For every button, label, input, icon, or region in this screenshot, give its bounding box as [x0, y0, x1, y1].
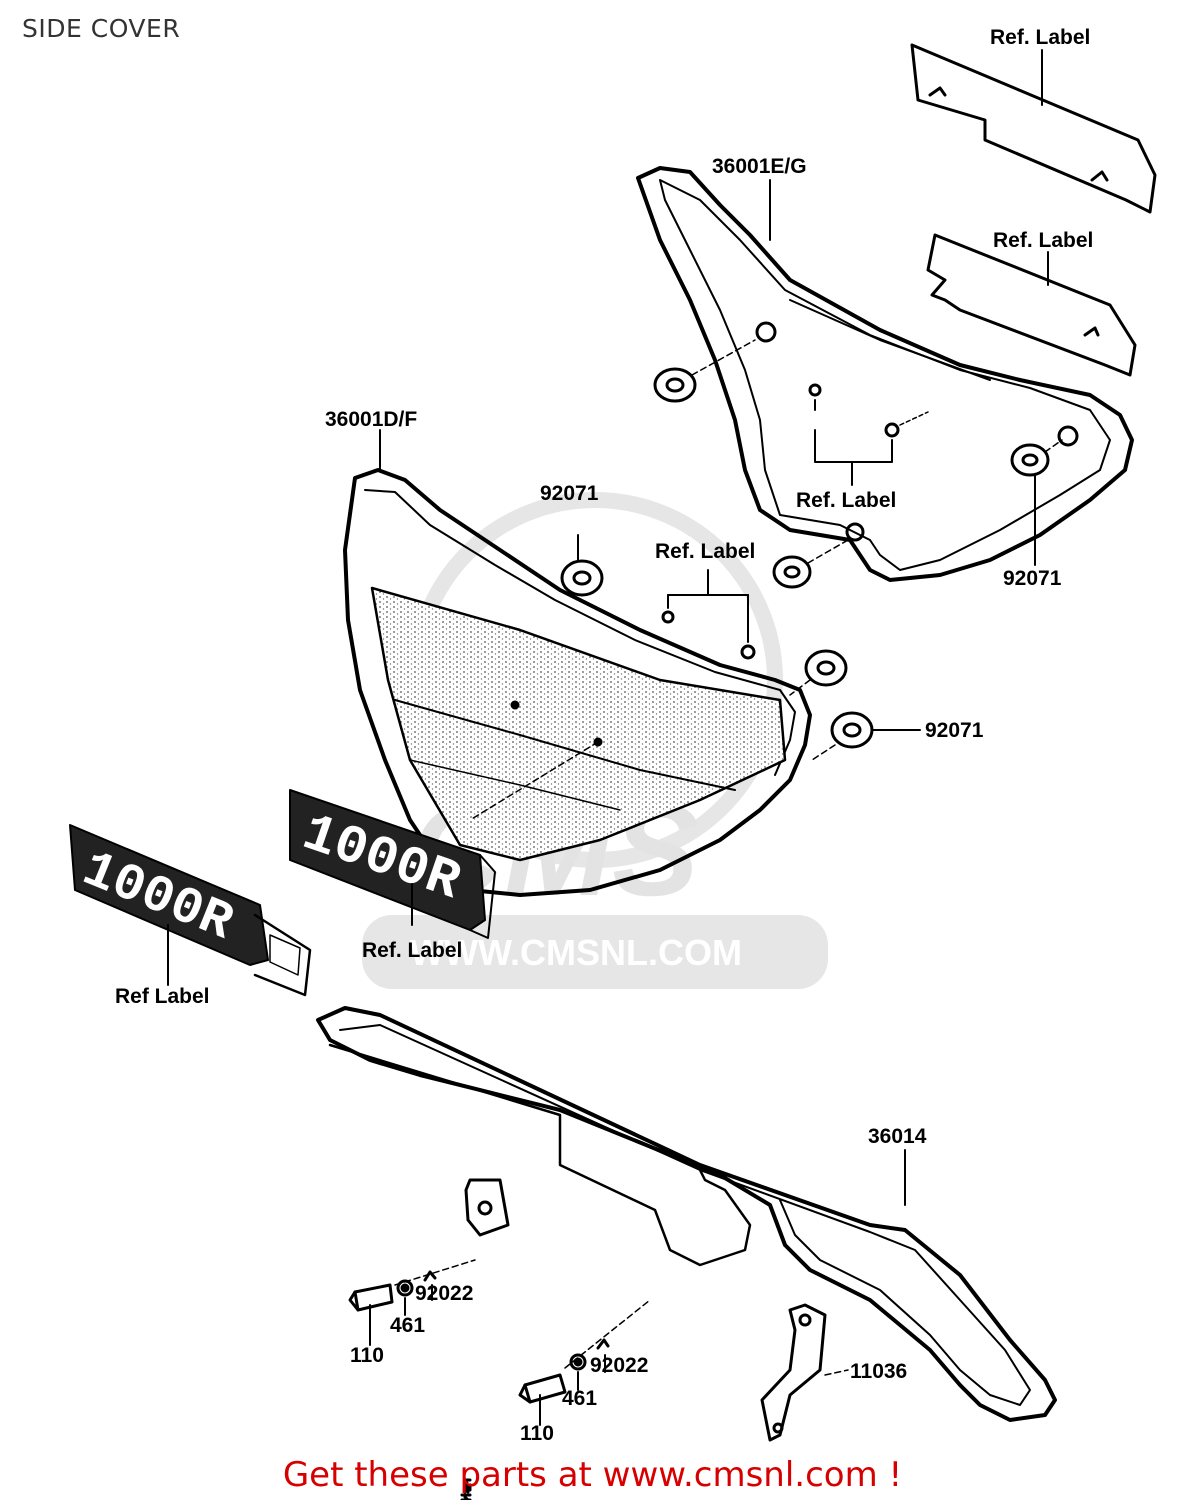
emblem-text-left: 1000R: [74, 840, 242, 953]
side-cover-lh: [343, 468, 812, 897]
side-cover-rh: [636, 166, 1134, 582]
page-title: SIDE COVER: [22, 14, 181, 43]
label-ref-label-3: Ref. Label: [796, 489, 896, 512]
label-92071-right: 92071: [1003, 567, 1062, 590]
grommet-lower-top: [560, 534, 604, 597]
label-92022-right: 92022: [590, 1354, 648, 1377]
cms-parts-link[interactable]: Get these parts at www.cmsnl.com !: [282, 1455, 903, 1495]
label-ref-label-5: Ref. Label: [362, 939, 462, 962]
bolt-assembly-right: [518, 1299, 651, 1426]
label-92022-left: 92022: [415, 1282, 473, 1305]
label-ref-label-4: Ref. Label: [655, 540, 755, 563]
label-ref-label-1: Ref. Label: [990, 26, 1090, 49]
cover-bottom: [316, 1006, 1057, 1505]
label-36001eg: 36001E/G: [712, 155, 807, 178]
label-11036: 11036: [850, 1360, 907, 1383]
ref-label-plate-top: [910, 43, 1157, 214]
grommet-lower-right: [811, 711, 921, 761]
grommet-upper-bottom: [772, 539, 849, 589]
part-number-labels: Ref. Label 36001E/G Ref. Label 36001D/F …: [115, 26, 1093, 1445]
bottom-mount-tab: [464, 1178, 510, 1237]
label-92071-top: 92071: [540, 482, 599, 505]
grommet-upper-left: [653, 339, 756, 403]
leader-lines: [379, 49, 1049, 1206]
label-92071-mid: 92071: [925, 719, 984, 742]
ref-label-pins-upper: [808, 383, 929, 486]
label-ref-label-6: Ref Label: [115, 985, 210, 1008]
emblem-1000r-left: [69, 824, 312, 997]
bracket-11036: [760, 1303, 849, 1442]
label-36014: 36014: [868, 1125, 927, 1148]
watermark-url-text: WWW.CMSNL.COM: [410, 932, 742, 973]
label-ref-label-2: Ref. Label: [993, 229, 1093, 252]
label-110-left: 110: [350, 1344, 384, 1367]
emblem-1000r-center: [289, 789, 496, 939]
ref-label-pins-lower: [661, 569, 756, 660]
grommet-upper-right: [1010, 439, 1063, 477]
label-461-right: 461: [562, 1387, 597, 1410]
grommet-lower-mid: [789, 649, 848, 696]
ref-label-plate-mid: [926, 233, 1137, 377]
label-36001df: 36001D/F: [325, 408, 417, 431]
label-110-right: 110: [520, 1422, 554, 1445]
label-461-left: 461: [390, 1314, 425, 1337]
bolt-assembly-left: [348, 1259, 476, 1346]
